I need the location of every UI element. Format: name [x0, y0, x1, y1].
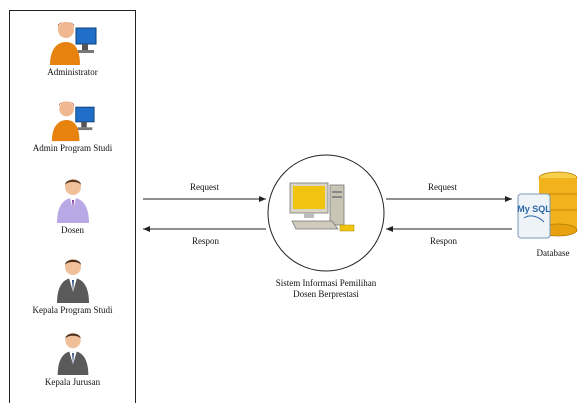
lecturer-person-icon: [56, 179, 89, 223]
mysql-database-icon: My SQL: [517, 171, 578, 239]
admin-computer-user-icon: [51, 101, 95, 142]
system-caption-line1: Sistem Informasi Pemilihan: [275, 278, 377, 288]
actor-label: Dosen: [61, 225, 84, 235]
admin-computer-user-icon: [49, 22, 96, 65]
actor-label: Kepala Jurusan: [44, 377, 101, 387]
system-caption: Sistem Informasi Pemilihan Dosen Berpres…: [256, 278, 396, 300]
left-response-label: Respon: [192, 236, 219, 246]
actor-admin-program-studi: Admin Program Studi: [9, 98, 136, 154]
actor-label: Admin Program Studi: [32, 143, 113, 153]
actor-label: Kepala Program Studi: [32, 305, 113, 315]
actor-kepala-program-studi: Kepala Program Studi: [9, 256, 136, 316]
businessman-icon: [57, 332, 88, 376]
actor-administrator: Administrator: [9, 18, 136, 78]
system-caption-line2: Dosen Berprestasi: [293, 289, 359, 299]
right-request-label: Request: [428, 182, 457, 192]
database-label: Database: [536, 248, 570, 258]
actor-label: Administrator: [47, 67, 98, 77]
businessman-icon: [56, 259, 89, 303]
desktop-computer-icon: [289, 182, 355, 232]
left-request-label: Request: [190, 182, 219, 192]
system-circle: [267, 154, 385, 272]
actor-dosen: Dosen: [9, 176, 136, 236]
mysql-logo-my: My SQL: [517, 204, 551, 214]
right-response-label: Respon: [430, 236, 457, 246]
actor-kepala-jurusan: Kepala Jurusan: [9, 330, 136, 388]
